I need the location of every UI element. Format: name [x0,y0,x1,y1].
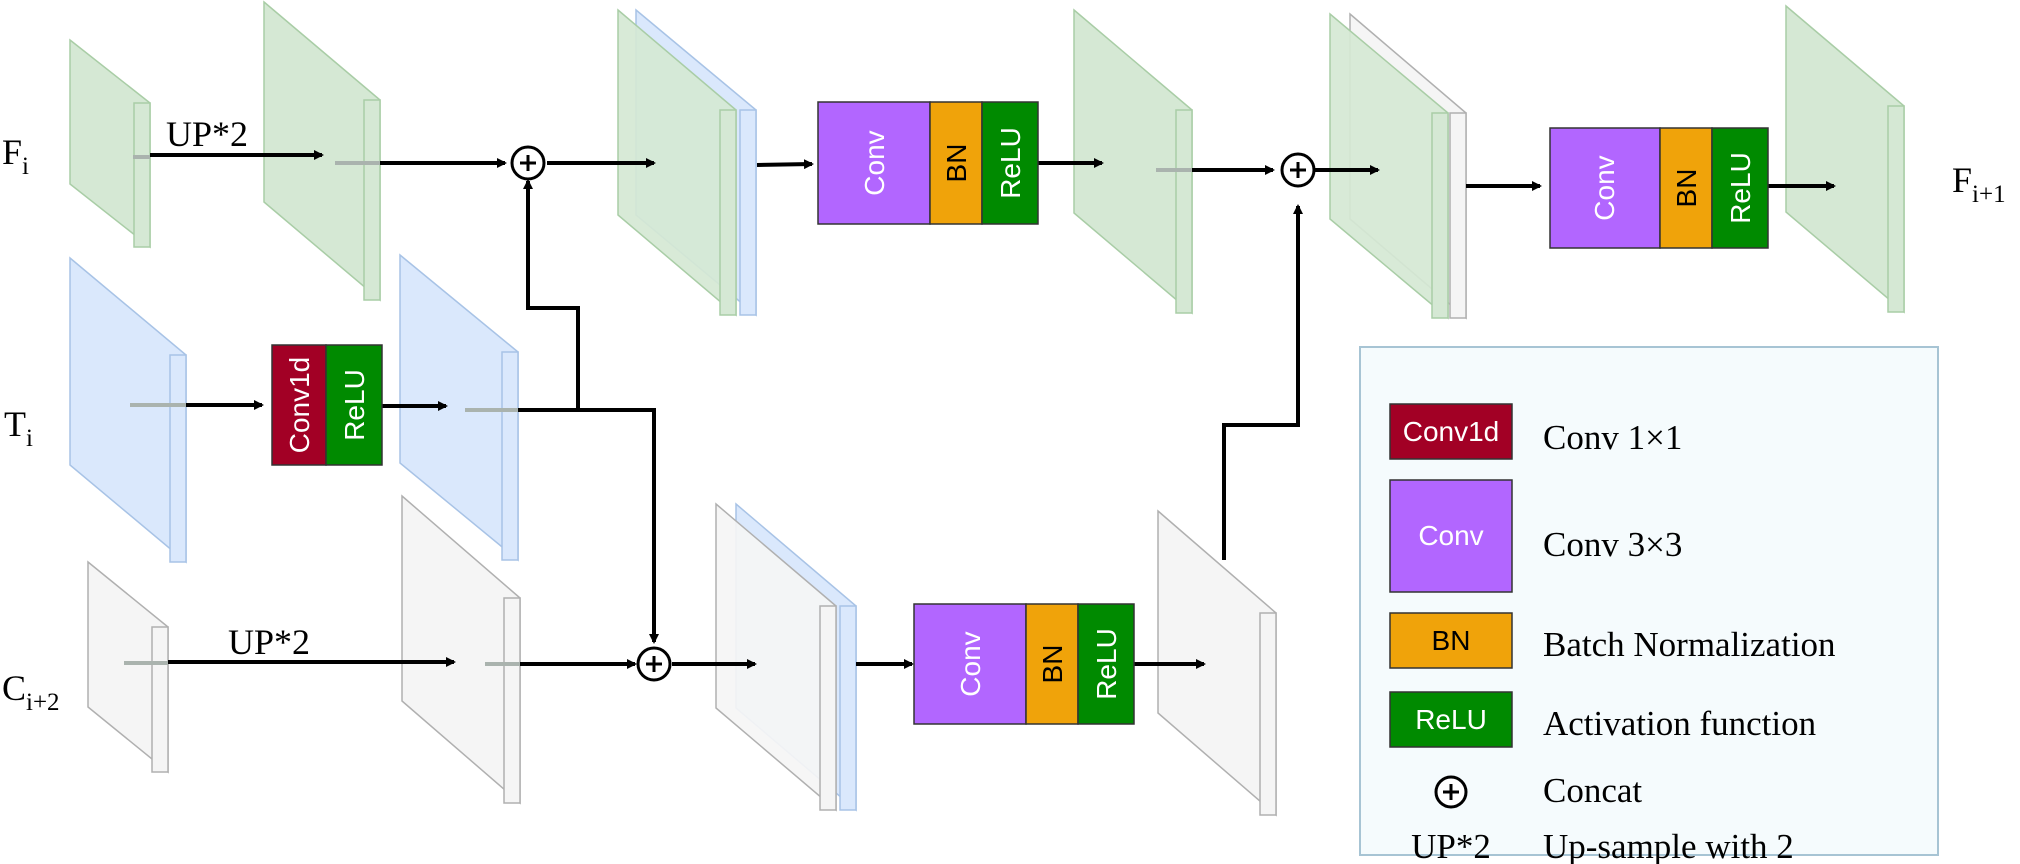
feature-map-ti [69,256,187,564]
feature-map-bottom-out [1157,509,1277,817]
label-ti: Ti [4,404,33,452]
feature-map-output [1785,4,1905,314]
legend: Conv1d Conv 1×1 Conv Conv 3×3 BN Batch N… [1359,346,1939,864]
conv1d-label: Conv1d [284,357,315,454]
feature-maps [69,0,1905,817]
conv-block [817,101,931,225]
label-fi1: Fi+1 [1952,160,2006,208]
relu-label: ReLU [1091,628,1122,700]
conv-bn-relu-block-1: Conv BN ReLU [817,101,1039,225]
legend-relu-swatch [1389,691,1513,748]
concat-symbol-bottom [636,646,672,682]
conv-block [1549,127,1661,249]
conv-label: Conv [1589,155,1620,220]
bn-block [1025,603,1079,725]
legend-conv-text: Conv 3×3 [1543,525,1682,564]
feature-map-fi-up [263,0,381,302]
legend-up-key: UP*2 [1411,827,1491,864]
bn-label: BN [1037,645,1068,684]
relu-block [1077,603,1135,725]
legend-concat-text: Concat [1543,771,1642,810]
conv-bn-relu-block-2: Conv BN ReLU [1549,127,1769,249]
bn-label: BN [941,144,972,183]
relu-label: ReLU [339,369,370,441]
feature-map-ti-conv [399,253,519,562]
concat-symbol-top-1 [510,145,546,181]
feature-map-fi [69,38,151,249]
conv-block [913,603,1027,725]
label-up-top: UP*2 [166,114,248,154]
conv-label: Conv [859,130,890,195]
label-up-bottom: UP*2 [228,622,310,662]
legend-bn-key: BN [1432,625,1471,656]
legend-conv-swatch [1389,479,1513,593]
legend-concat-icon [1434,775,1468,809]
feature-map-top-3 [1073,8,1193,315]
label-ci2: Ci+2 [2,668,60,716]
legend-conv1d-key: Conv1d [1403,416,1500,447]
legend-relu-key: ReLU [1415,704,1487,735]
concat-symbol-top-2 [1280,152,1316,188]
legend-conv-key: Conv [1418,520,1483,551]
conv1d-relu-block: Conv1d ReLU [271,344,383,466]
center-stubs [124,155,1192,666]
feature-map-ci2-up [401,494,521,805]
bn-label: BN [1671,169,1702,208]
label-fi: Fi [2,132,29,180]
legend-conv1d-swatch [1389,403,1513,460]
connectors [150,150,1836,669]
legend-up-text: Up-sample with 2 [1543,827,1794,864]
feature-map-concat-top-1 [617,8,757,317]
relu-block [325,344,383,466]
conv1d-block [271,344,327,466]
conv-label: Conv [955,631,986,696]
legend-bn-swatch [1389,612,1513,669]
legend-bn-text: Batch Normalization [1543,625,1836,664]
relu-block [1711,127,1769,249]
feature-map-concat-bottom [715,502,857,812]
bn-block [929,101,983,225]
relu-block [981,101,1039,225]
relu-label: ReLU [995,127,1026,199]
row-labels: Fi Ti Ci+2 Fi+1 UP*2 UP*2 [2,114,2006,716]
conv-bn-relu-block-3: Conv BN ReLU [913,603,1135,725]
feature-map-ci2 [87,560,169,774]
legend-conv1d-text: Conv 1×1 [1543,418,1682,457]
relu-label: ReLU [1725,152,1756,224]
feature-map-concat-top-2 [1329,12,1467,320]
legend-relu-text: Activation function [1543,704,1816,743]
